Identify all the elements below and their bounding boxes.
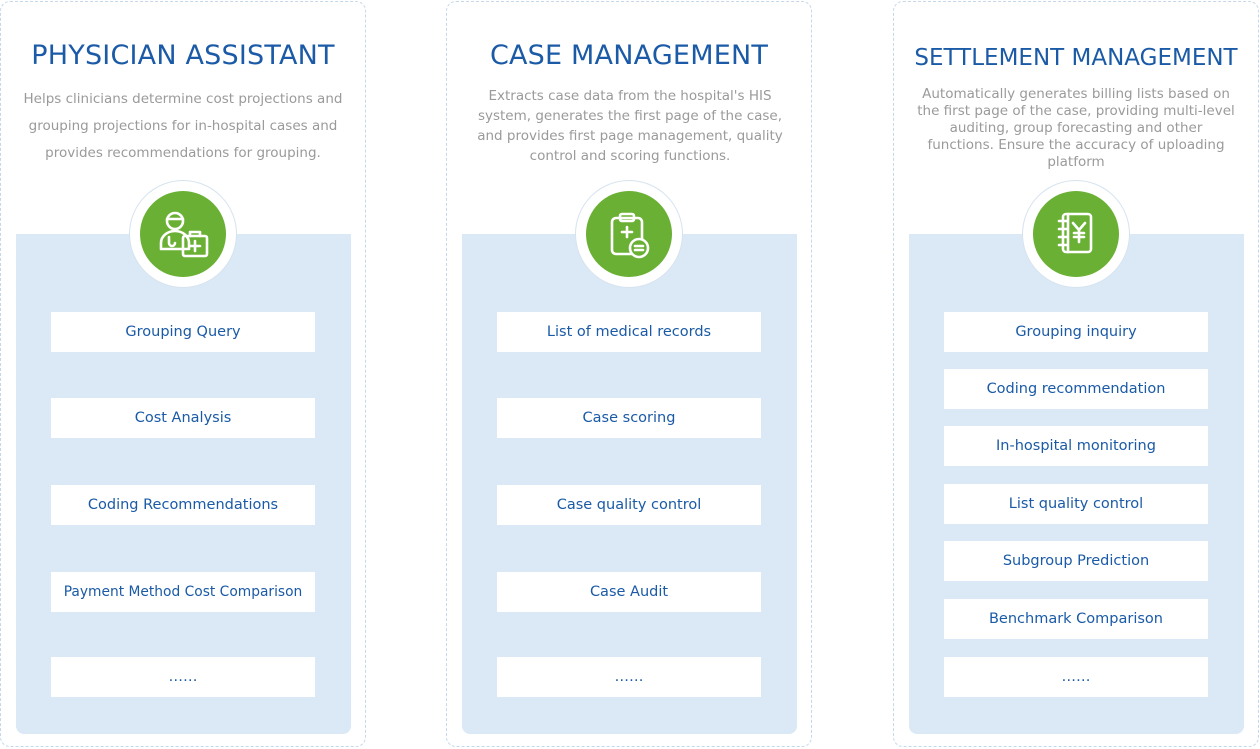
card-settlement-management: SETTLEMENT MANAGEMENT Automatically gene… — [893, 1, 1259, 747]
feature-item[interactable]: Cost Analysis — [51, 398, 315, 438]
yen-ledger-icon — [1033, 191, 1119, 277]
feature-item-more[interactable]: …… — [944, 657, 1208, 697]
feature-item[interactable]: Subgroup Prediction — [944, 541, 1208, 581]
feature-item[interactable]: List of medical records — [497, 312, 761, 352]
card-physician-assistant: PHYSICIAN ASSISTANT Helps clinicians det… — [0, 1, 366, 747]
feature-item[interactable]: Case scoring — [497, 398, 761, 438]
feature-item[interactable]: In-hospital monitoring — [944, 426, 1208, 466]
icon-badge — [1022, 180, 1130, 288]
feature-item[interactable]: Case quality control — [497, 485, 761, 525]
clipboard-medical-icon — [586, 191, 672, 277]
card-description: Extracts case data from the hospital's H… — [477, 88, 783, 164]
feature-item[interactable]: Coding Recommendations — [51, 485, 315, 525]
card-title: CASE MANAGEMENT — [489, 40, 769, 71]
feature-item[interactable]: Payment Method Cost Comparison — [51, 572, 315, 612]
icon-badge — [129, 180, 237, 288]
card-title: PHYSICIAN ASSISTANT — [31, 40, 335, 71]
feature-item[interactable]: Grouping inquiry — [944, 312, 1208, 352]
feature-item[interactable]: Benchmark Comparison — [944, 599, 1208, 639]
card-case-management: CASE MANAGEMENT Extracts case data from … — [446, 1, 812, 747]
feature-item-more[interactable]: …… — [497, 657, 761, 697]
feature-item[interactable]: Coding recommendation — [944, 369, 1208, 409]
card-description: Automatically generates billing lists ba… — [917, 86, 1235, 170]
feature-item[interactable]: List quality control — [944, 484, 1208, 524]
doctor-medkit-icon — [140, 191, 226, 277]
card-description: Helps clinicians determine cost projecti… — [23, 91, 343, 161]
feature-item[interactable]: Grouping Query — [51, 312, 315, 352]
feature-item-more[interactable]: …… — [51, 657, 315, 697]
card-title: SETTLEMENT MANAGEMENT — [914, 45, 1238, 71]
icon-badge — [575, 180, 683, 288]
feature-item[interactable]: Case Audit — [497, 572, 761, 612]
